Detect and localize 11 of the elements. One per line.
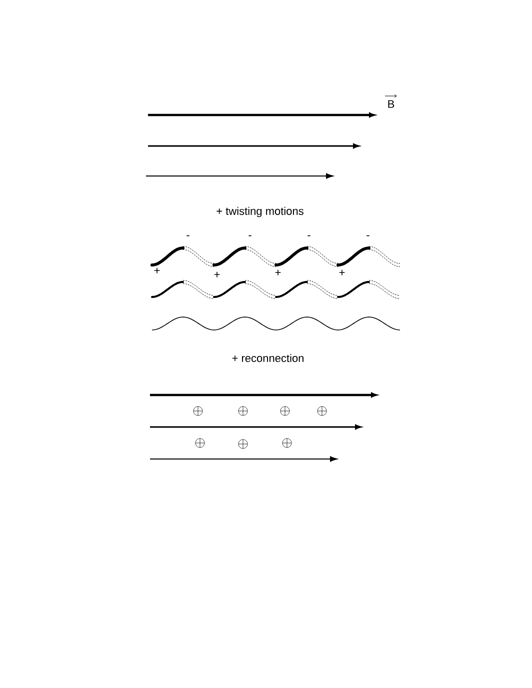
vector-label: B — [384, 94, 397, 108]
minus-sign: - — [186, 235, 190, 236]
minus-sign: - — [366, 235, 370, 236]
plus-sign: + — [214, 272, 220, 278]
plus-sign: + — [275, 270, 281, 276]
minus-sign: - — [308, 235, 310, 236]
plus-sign: + — [339, 270, 345, 276]
minus-sign: - — [248, 235, 252, 236]
caption-text: + twisting motions — [216, 206, 304, 218]
plus-sign: + — [154, 268, 160, 274]
caption-text: + reconnection — [232, 354, 304, 362]
